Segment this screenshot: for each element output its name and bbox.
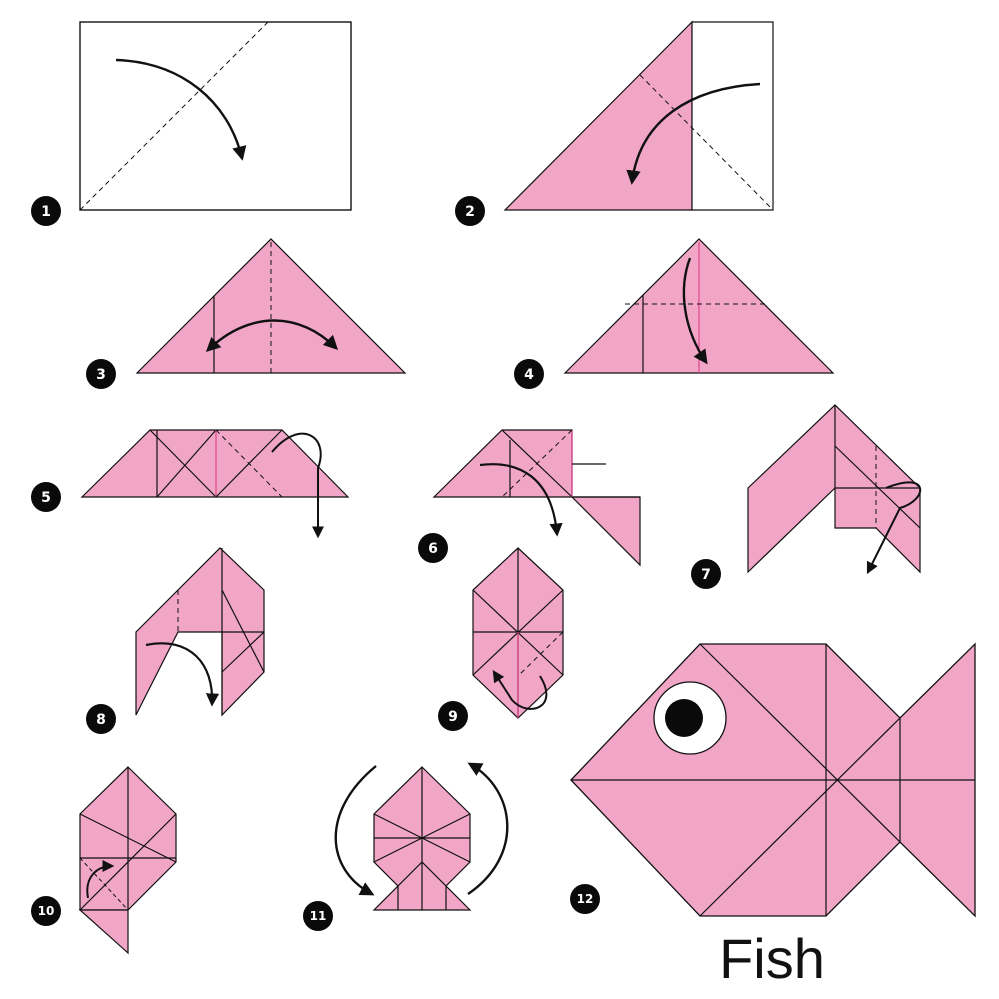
curved-arrow-icon: [626, 82, 761, 185]
rotate-right-arrow-icon: [467, 762, 509, 895]
step-number-badge: 1: [31, 196, 61, 226]
curved-arrow-icon: [115, 58, 247, 161]
step-11-diagram: [334, 762, 509, 911]
fish-pupil: [665, 699, 703, 737]
svg-text:8: 8: [96, 712, 106, 728]
svg-text:7: 7: [701, 567, 711, 583]
step-4-diagram: [563, 238, 835, 374]
paper-strip: [691, 21, 774, 211]
svg-text:9: 9: [448, 709, 458, 725]
svg-text:3: 3: [96, 367, 106, 383]
curved-arrow-icon: [866, 481, 922, 575]
curved-arrow-icon: [271, 432, 324, 539]
step-3-diagram: [135, 238, 407, 374]
svg-text:4: 4: [524, 367, 534, 383]
step-1-diagram: [79, 21, 352, 211]
finished-fish: [570, 642, 976, 918]
step-number-badge: 6: [418, 533, 448, 563]
curved-arrow-icon: [479, 463, 563, 537]
step-2-diagram: [503, 20, 774, 211]
step-number-badge: 10: [31, 896, 61, 926]
step-number-badge: 9: [438, 701, 468, 731]
step-number-badge: 11: [303, 901, 333, 931]
paper-sheet: [79, 21, 352, 211]
step-number-badge: 3: [86, 359, 116, 389]
step-5-diagram: [80, 429, 350, 539]
step-8-diagram: [135, 547, 265, 717]
curved-arrow-icon: [145, 642, 220, 707]
fold-line: [639, 74, 774, 211]
step-number-badge: 7: [691, 559, 721, 589]
svg-text:6: 6: [428, 541, 438, 557]
step-number-badge: 12: [570, 884, 600, 914]
step-number-badge: 4: [514, 359, 544, 389]
step-6-diagram: [432, 429, 641, 567]
double-arrow-icon: [205, 319, 339, 352]
step-number-badge: 2: [455, 196, 485, 226]
rotate-left-arrow-icon: [334, 765, 377, 896]
folded-triangle: [503, 20, 693, 211]
tail-flap: [78, 909, 129, 955]
step-number-badge: 5: [31, 482, 61, 512]
svg-text:12: 12: [577, 892, 594, 906]
page-title: Fish: [719, 927, 825, 990]
svg-text:1: 1: [41, 204, 51, 220]
svg-text:5: 5: [41, 490, 51, 506]
svg-text:10: 10: [38, 904, 55, 918]
step-number-badge: 8: [86, 704, 116, 734]
curved-arrow-icon: [492, 669, 548, 710]
step-9-diagram: [472, 547, 564, 719]
step-7-diagram: [747, 404, 922, 575]
curved-arrow-icon: [682, 257, 708, 365]
curved-arrow-icon: [86, 860, 115, 899]
step-badges: 1 2 3 4 5 6 7 8 9 10 11 12: [31, 196, 721, 931]
svg-text:11: 11: [310, 909, 327, 923]
svg-text:2: 2: [465, 204, 475, 220]
folded-paper: [80, 429, 350, 498]
step-10-diagram: [78, 766, 177, 955]
